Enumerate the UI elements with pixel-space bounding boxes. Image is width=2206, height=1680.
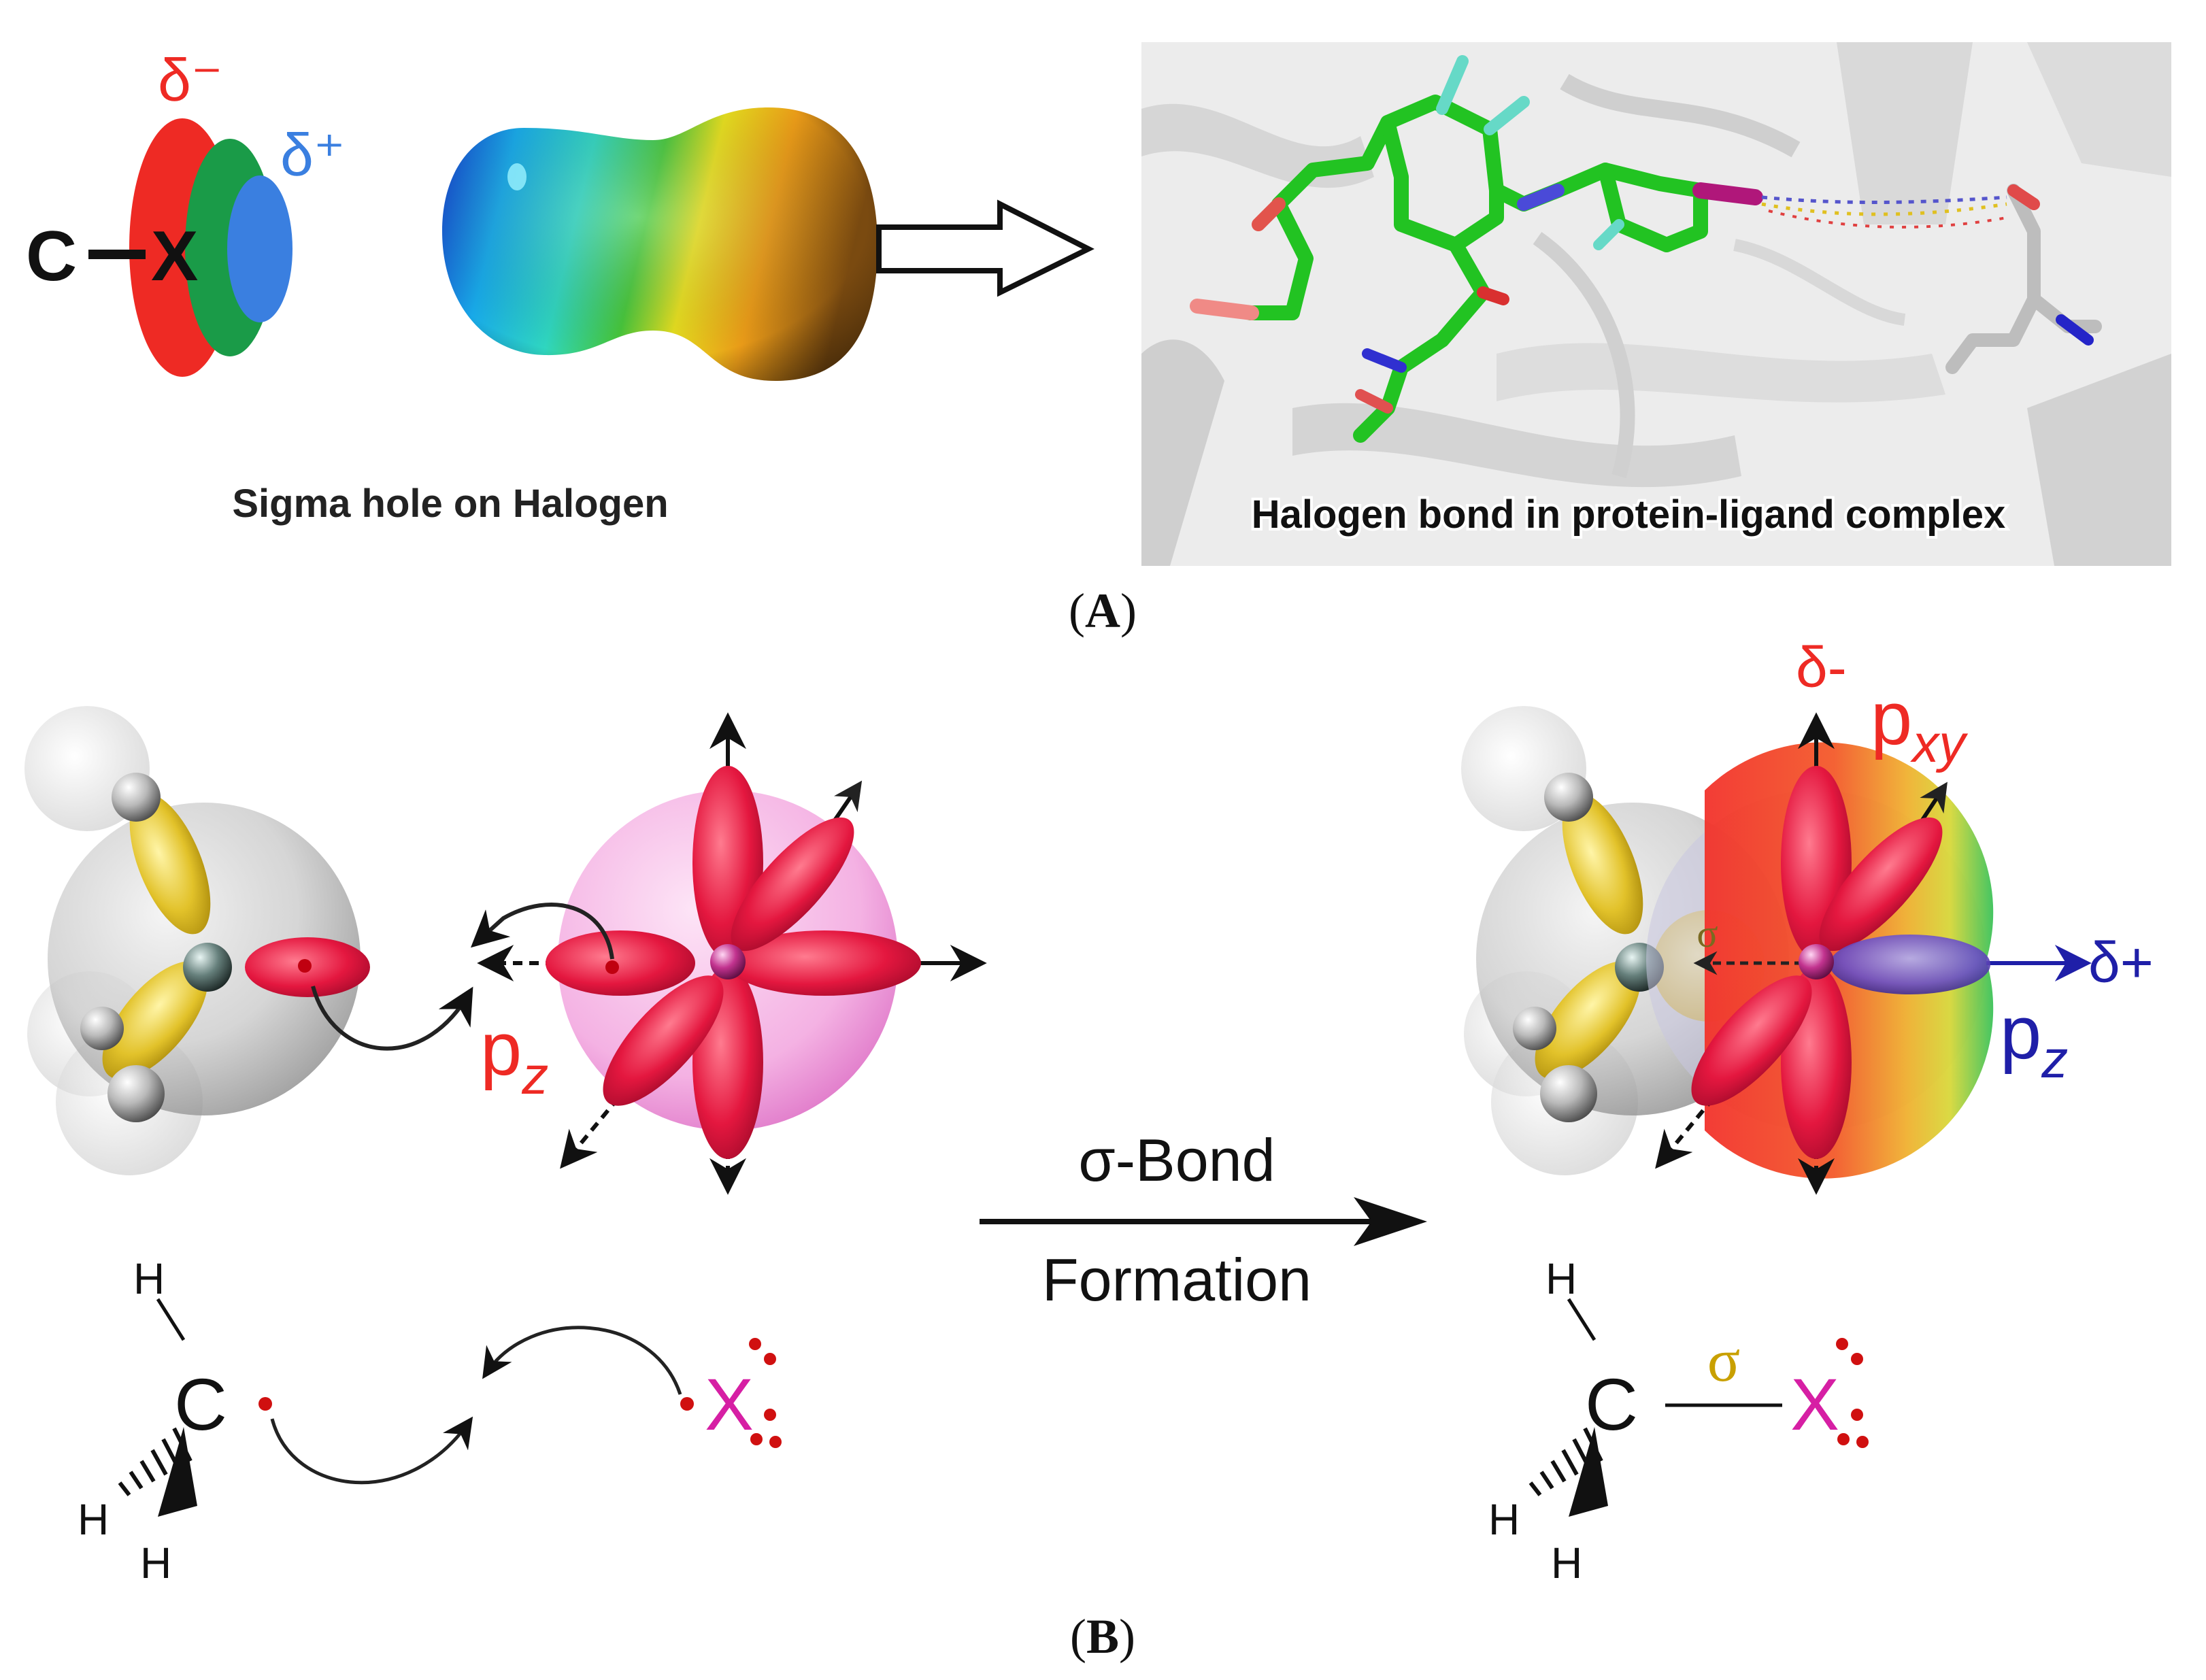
- reaction-arrow: σ-Bond Formation: [980, 1126, 1427, 1313]
- methyl-radical-model-left: [24, 706, 473, 1175]
- pxy-label: pxy: [1871, 677, 1968, 773]
- x-label-right: X: [1790, 1363, 1839, 1445]
- h-label-left: H: [78, 1495, 109, 1544]
- hollow-arrow: [876, 199, 1094, 297]
- delta-minus-label-right: δ-: [1796, 635, 1847, 699]
- h-label-bottom-right: H: [1551, 1539, 1582, 1587]
- pz-label-left: pz: [480, 1007, 548, 1105]
- delta-plus-label: δ⁺: [280, 121, 345, 188]
- reaction-label-top: σ-Bond: [1078, 1126, 1275, 1194]
- panel-b: pz H C H H X: [24, 635, 2154, 1664]
- delta-plus-label-right: δ+: [2088, 930, 2154, 994]
- protein-ligand-render: Halogen bond in protein-ligand complex: [1141, 42, 2171, 566]
- panel-a: δ⁻ δ⁺ C X Sigma hole on Halogen: [26, 42, 2171, 638]
- caption-halogen-bond: Halogen bond in protein-ligand complex: [1252, 492, 2005, 537]
- esp-surface: [442, 107, 878, 381]
- delta-plus-region: [227, 175, 293, 322]
- h-atom-left: [80, 1007, 124, 1050]
- sigma-orbital-label: σ: [1697, 911, 1718, 956]
- reaction-label-bottom: Formation: [1042, 1246, 1311, 1313]
- h-atom-top-right: [1544, 773, 1593, 822]
- h-atom-left-right: [1513, 1007, 1556, 1050]
- h-label-top-right: H: [1545, 1254, 1577, 1303]
- h-label-bottom: H: [140, 1539, 171, 1587]
- panel-label-b: (B): [1070, 1609, 1135, 1664]
- atom-c-label: C: [26, 217, 77, 296]
- lewis-structure-left: H C H H X: [78, 1254, 782, 1587]
- caption-sigma-hole: Sigma hole on Halogen: [232, 482, 668, 526]
- pz-label-right: pz: [2000, 991, 2068, 1089]
- x-atom-right: [1799, 944, 1834, 979]
- h-label-left-right: H: [1488, 1495, 1520, 1544]
- halogen-orbitals-left: pz: [470, 712, 987, 1195]
- c-atom: [183, 943, 232, 992]
- h-atom-bottom: [107, 1065, 165, 1122]
- atom-x-label: X: [151, 217, 198, 296]
- x-atom: [710, 944, 746, 979]
- sigma-bond-label: σ: [1707, 1327, 1741, 1394]
- h-atom-top: [112, 773, 161, 822]
- sigma-hole-schematic: δ⁻ δ⁺ C X: [26, 46, 345, 377]
- halogen-sigma-hole-right: σ δ- pxy δ+ pz: [1646, 635, 2154, 1195]
- h-label-top: H: [133, 1254, 165, 1303]
- delta-minus-label: δ⁻: [158, 46, 222, 114]
- lewis-structure-right: H C H H σ X: [1488, 1254, 1869, 1587]
- x-label-left: X: [705, 1363, 754, 1445]
- h-atom-bottom-right: [1540, 1065, 1597, 1122]
- panel-label-a: (A): [1069, 584, 1137, 638]
